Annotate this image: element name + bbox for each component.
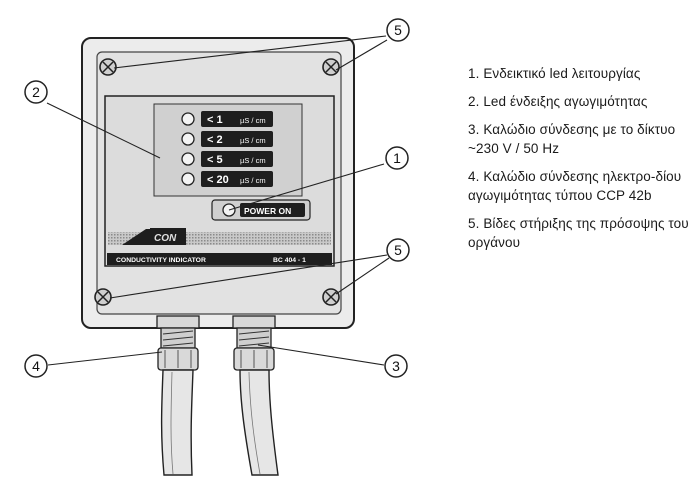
legend-item-5: 5. Βίδες στήριξης της πρόσοψης του οργάν…: [468, 214, 694, 252]
model-code: BC 404 - 1: [273, 257, 306, 264]
legend-text: Καλώδιο σύνδεσης ηλεκτρο-δίου αγωγιμότητ…: [468, 169, 682, 203]
cable-left: [160, 369, 194, 476]
callout-number: 4: [32, 358, 40, 374]
parts-legend: 1. Ενδεικτικό led λειτουργίας 2. Led ένδ…: [468, 64, 694, 261]
conductivity-led: [181, 152, 195, 166]
device-name: CONDUCTIVITY INDICATOR: [116, 257, 206, 264]
screw-icon: [322, 58, 340, 76]
legend-text: Ενδεικτικό led λειτουργίας: [483, 66, 641, 81]
legend-item-3: 3. Καλώδιο σύνδεσης με το δίκτυο ~230 V …: [468, 120, 694, 158]
legend-item-2: 2. Led ένδειξης αγωγιμότητας: [468, 92, 694, 111]
legend-text: Led ένδειξης αγωγιμότητας: [483, 94, 648, 109]
name-plate: CONDUCTIVITY INDICATOR BC 404 - 1: [107, 253, 332, 265]
conductivity-led: [181, 112, 195, 126]
legend-number: 2.: [468, 94, 480, 109]
legend-number: 3.: [468, 122, 480, 137]
range-threshold: < 5: [207, 154, 223, 166]
callout-5-top: 5: [386, 18, 410, 42]
leader-lines: [46, 35, 390, 366]
range-label-box: [201, 111, 273, 127]
callout-number: 5: [394, 22, 402, 38]
led-row: < 2 µS / cm: [181, 131, 273, 147]
legend-item-4: 4. Καλώδιο σύνδεσης ηλεκτρο-δίου αγωγιμό…: [468, 167, 694, 205]
range-unit: µS / cm: [240, 156, 266, 165]
screw-icon: [94, 288, 112, 306]
range-label-box: [201, 131, 273, 147]
callout-number: 1: [393, 150, 401, 166]
range-unit: µS / cm: [240, 176, 266, 185]
brand-logo: CON: [122, 228, 186, 245]
callout-5-bottom: 5: [386, 238, 410, 262]
legend-text: Βίδες στήριξης της πρόσοψης του οργάνου: [468, 216, 689, 250]
screw-icon: [322, 288, 340, 306]
range-unit: µS / cm: [240, 136, 266, 145]
brand-logo-text: CON: [154, 233, 177, 244]
cable-gland-left: [156, 315, 200, 371]
range-threshold: < 20: [207, 174, 229, 186]
cable-right: [239, 369, 279, 476]
legend-number: 1.: [468, 66, 480, 81]
range-label-box: [201, 171, 273, 187]
callout-3: 3: [384, 354, 408, 378]
legend-item-1: 1. Ενδεικτικό led λειτουργίας: [468, 64, 694, 83]
legend-text: Καλώδιο σύνδεσης με το δίκτυο ~230 V / 5…: [468, 122, 676, 156]
callout-1: 1: [385, 146, 409, 170]
callout-2: 2: [24, 80, 48, 104]
conductivity-led: [181, 132, 195, 146]
brand-strip: CON: [108, 228, 331, 245]
range-label-box: [201, 151, 273, 167]
range-unit: µS / cm: [240, 116, 266, 125]
legend-number: 5.: [468, 216, 480, 231]
led-row: < 5 µS / cm: [181, 151, 273, 167]
callout-number: 2: [32, 84, 40, 100]
screw-icon: [99, 58, 117, 76]
device-diagram: < 1 µS / cm < 2 µS / cm < 5 µS / cm < 20…: [24, 18, 410, 476]
cable-gland-right: [232, 315, 276, 371]
callout-number: 3: [392, 358, 400, 374]
callout-number: 5: [394, 242, 402, 258]
led-row: < 20 µS / cm: [181, 171, 273, 187]
range-threshold: < 2: [207, 134, 223, 146]
range-threshold: < 1: [207, 114, 223, 126]
led-row: < 1 µS / cm: [181, 111, 273, 127]
legend-number: 4.: [468, 169, 480, 184]
power-label: POWER ON: [244, 206, 291, 216]
callout-4: 4: [24, 354, 48, 378]
power-indicator: POWER ON: [211, 199, 311, 221]
conductivity-led: [181, 172, 195, 186]
